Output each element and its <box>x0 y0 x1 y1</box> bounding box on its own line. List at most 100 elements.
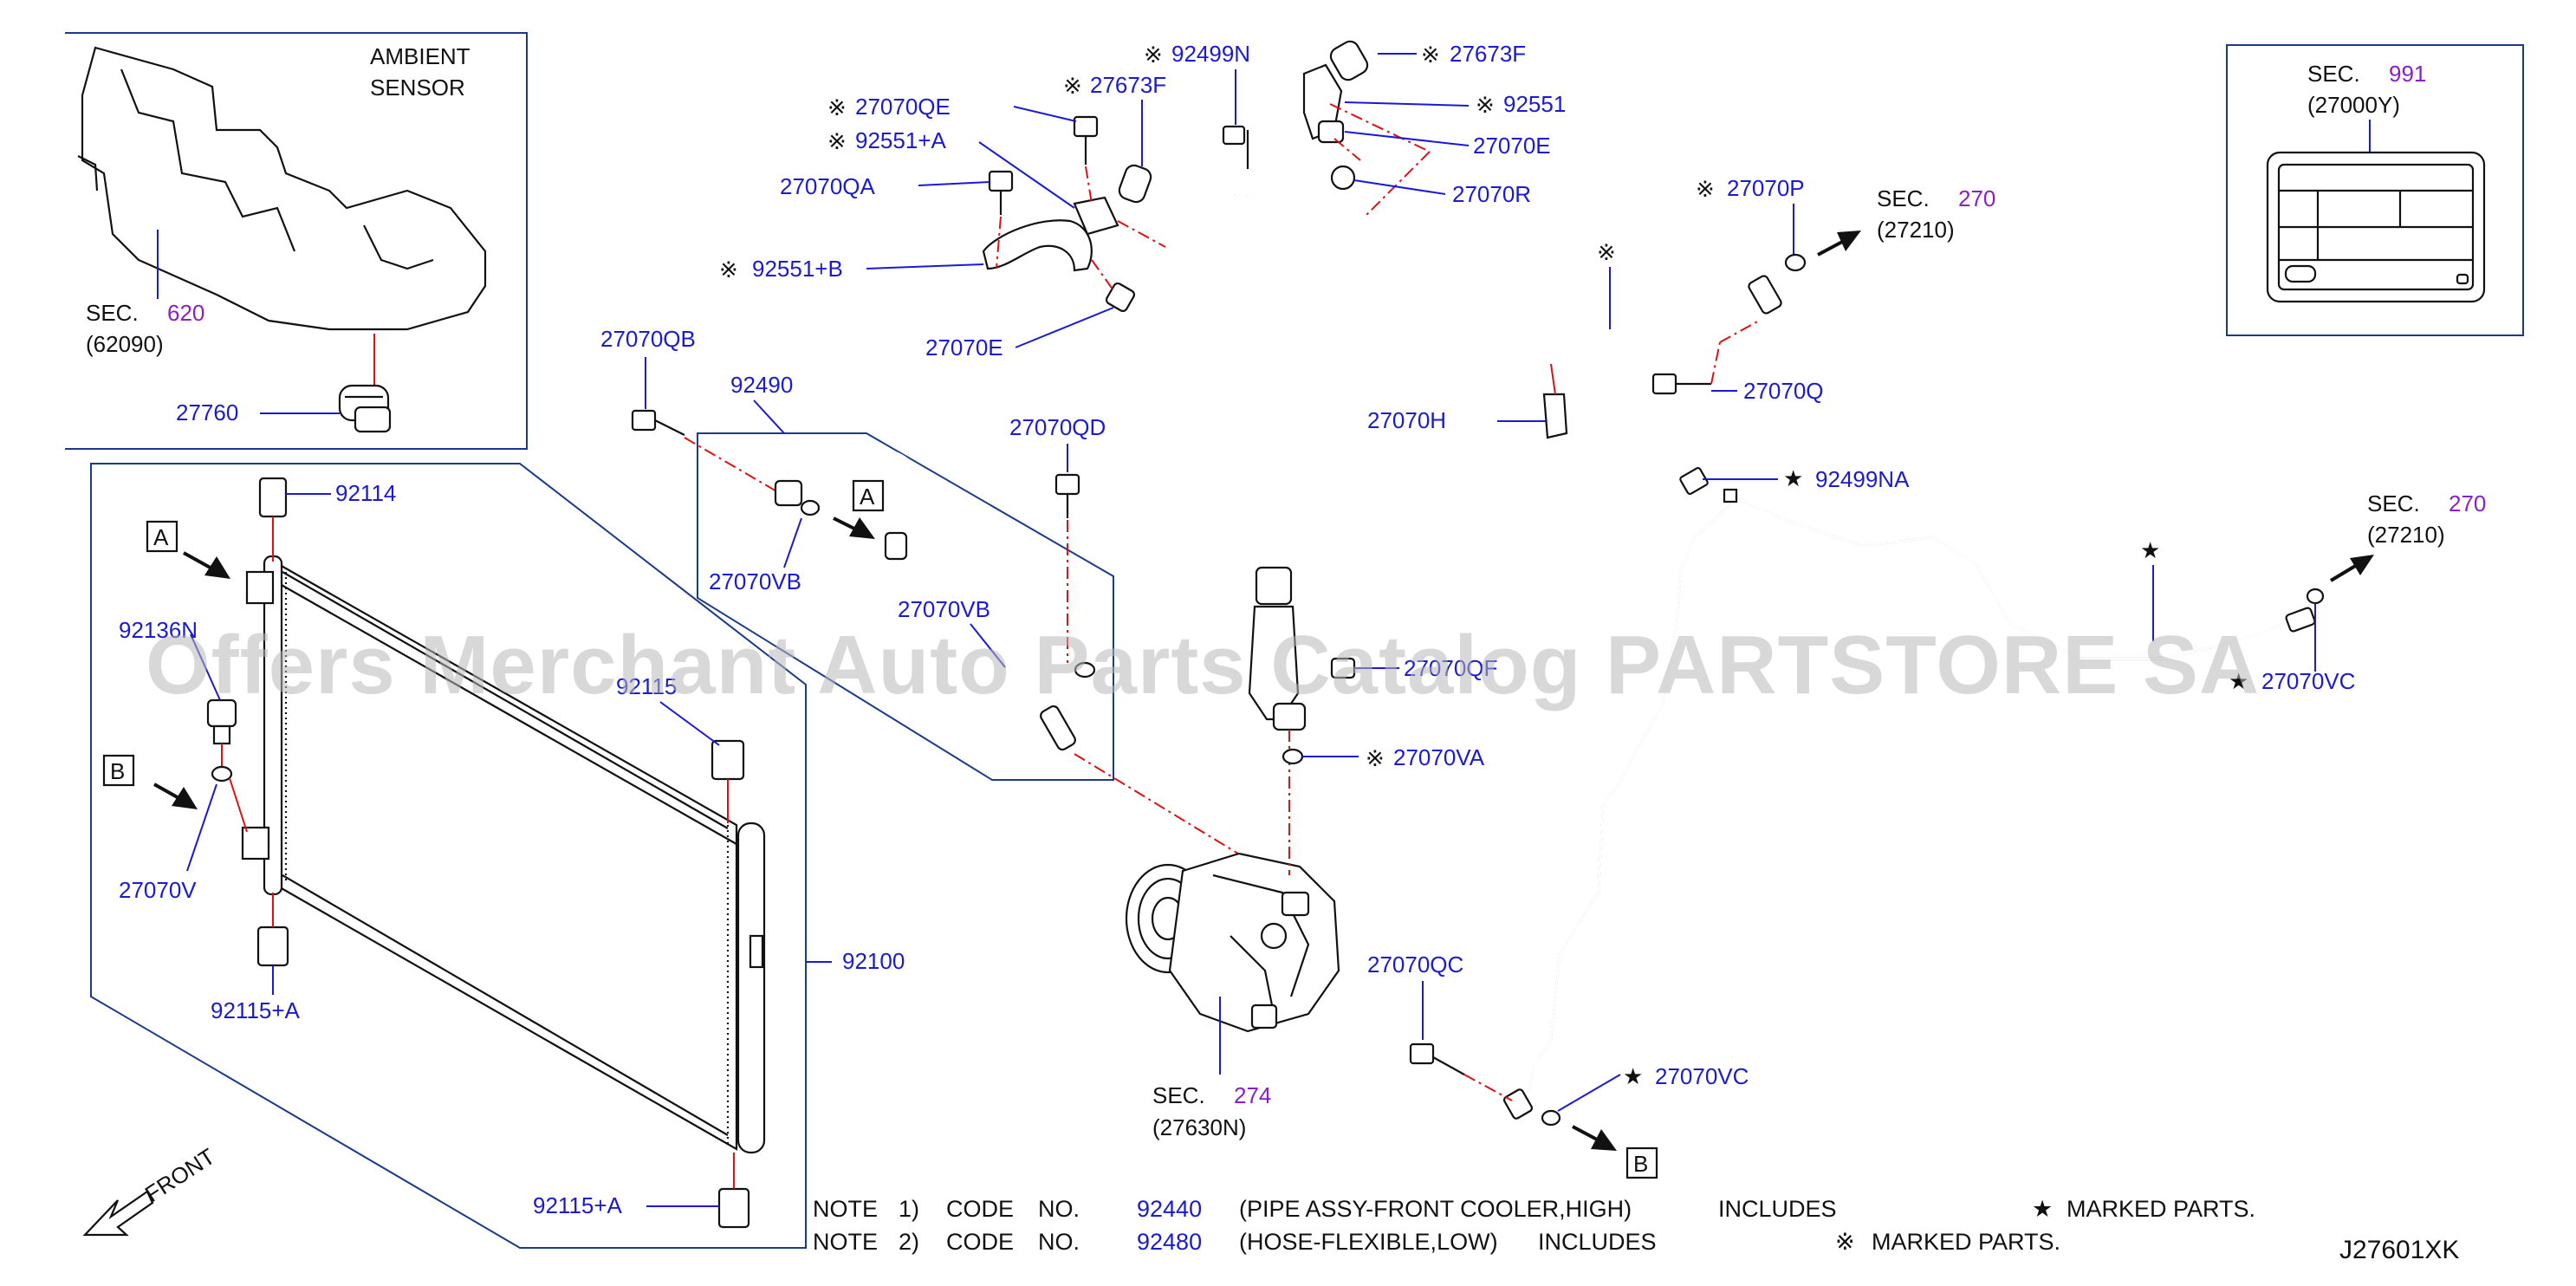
svg-text:92440: 92440 <box>1137 1196 1202 1222</box>
svg-text:MARKED PARTS.: MARKED PARTS. <box>1872 1229 2060 1255</box>
part-92490[interactable]: 92490 <box>730 372 793 398</box>
leader-92115 <box>659 701 720 746</box>
arrow-sec270b-line <box>2329 563 2359 582</box>
leader-red-qb <box>684 437 789 499</box>
sec270a-sub: (27210) <box>1877 217 1955 243</box>
part-27760[interactable]: 27760 <box>176 399 238 425</box>
sec991-sub: (27000Y) <box>2307 92 2400 118</box>
bolt-27070QB <box>631 409 685 436</box>
part-27070QF[interactable]: 27070QF <box>1404 655 1497 681</box>
o-ring-27070VC-1 <box>2306 588 2325 605</box>
part-27070QC[interactable]: 27070QC <box>1367 952 1463 977</box>
leader-27070E-1 <box>1015 307 1114 348</box>
leader-27070E-2 <box>1344 131 1470 146</box>
part-27070R[interactable]: 27070R <box>1452 181 1531 207</box>
bracket-92114 <box>258 477 288 562</box>
sec270b-num: 270 <box>2449 490 2486 516</box>
svg-text:NO.: NO. <box>1038 1229 1080 1255</box>
sec620-num: 620 <box>167 300 204 326</box>
kome-hose: ※ <box>1597 239 1616 265</box>
part-27070E-2[interactable]: 27070E <box>1473 133 1551 159</box>
part-27070Q[interactable]: 27070Q <box>1743 378 1824 404</box>
part-27070QB[interactable]: 27070QB <box>600 326 696 352</box>
part-92551[interactable]: 92551 <box>1503 91 1566 117</box>
part-92115A-2[interactable]: 92115+A <box>533 1192 623 1218</box>
part-27070P[interactable]: 27070P <box>1727 175 1805 201</box>
svg-text:INCLUDES: INCLUDES <box>1538 1229 1657 1255</box>
svg-text:★: ★ <box>2032 1196 2053 1222</box>
leader-92490 <box>753 399 785 434</box>
part-27070QA[interactable]: 27070QA <box>780 173 876 199</box>
part-27070VB-1[interactable]: 27070VB <box>709 568 801 594</box>
part-92115[interactable]: 92115 <box>616 673 677 699</box>
front-arrow-icon <box>82 1190 154 1237</box>
leader-red-clip-e1 <box>1091 259 1114 291</box>
marker-b-2: B <box>1633 1151 1648 1177</box>
svg-text:CODE: CODE <box>946 1196 1014 1222</box>
part-92114[interactable]: 92114 <box>335 480 396 506</box>
part-27070VA[interactable]: 27070VA <box>1393 744 1485 770</box>
leader-92136N <box>190 633 221 701</box>
part-27070H[interactable]: 27070H <box>1367 407 1446 433</box>
sec270b-prefix: SEC. <box>2367 490 2420 516</box>
kome-27673F-1: ※ <box>1063 73 1082 99</box>
star-92499NA: ★ <box>1783 465 1803 491</box>
leader-red-clip-cluster-1 <box>1329 103 1431 153</box>
leader-27070VC-2 <box>1557 1074 1621 1112</box>
part-92499NA[interactable]: 92499NA <box>1815 466 1910 492</box>
kome-27070VA: ※ <box>1366 745 1385 771</box>
part-92551A[interactable]: 92551+A <box>855 127 946 153</box>
compressor-drawing <box>1125 852 1340 1033</box>
svg-text:NOTE: NOTE <box>813 1229 878 1255</box>
arrow-sec270a-head <box>1837 231 1861 251</box>
svg-text:INCLUDES: INCLUDES <box>1718 1196 1837 1222</box>
ambient-sensor-frame <box>65 32 528 450</box>
part-27070QD[interactable]: 27070QD <box>1009 414 1106 440</box>
marker-b-box-2 <box>1625 1146 1658 1179</box>
part-27070VC-2[interactable]: 27070VC <box>1655 1063 1749 1089</box>
condenser-frame <box>90 463 807 1249</box>
svg-text:※: ※ <box>1835 1229 1855 1255</box>
star-27070VC-2: ★ <box>1623 1063 1643 1089</box>
part-92100[interactable]: 92100 <box>842 948 905 974</box>
nut-27070R <box>1330 165 1356 191</box>
o-ring-27070VB-2 <box>1074 661 1096 679</box>
part-92136N[interactable]: 92136N <box>119 617 198 643</box>
part-27070VC-1[interactable]: 27070VC <box>2261 668 2355 694</box>
kome-27070P: ※ <box>1696 176 1715 202</box>
part-27673F-2[interactable]: 27673F <box>1450 41 1526 67</box>
part-27070E-1[interactable]: 27070E <box>925 334 1003 360</box>
sec274-num: 274 <box>1234 1082 1271 1108</box>
leader-red-q2 <box>1719 320 1760 343</box>
clamp-92551B <box>982 219 1093 272</box>
bumper-bracket-drawing <box>77 46 487 331</box>
part-92115A-1[interactable]: 92115+A <box>211 997 301 1023</box>
front-label: FRONT <box>140 1143 220 1207</box>
bolt-27070QA <box>988 170 1014 215</box>
leader-red-h <box>1550 363 1556 395</box>
bracket-92115A-lower <box>717 1153 750 1229</box>
arrow-sec270a-line <box>1817 239 1845 257</box>
marker-a-box-2 <box>852 479 885 512</box>
sec270a-prefix: SEC. <box>1877 185 1930 211</box>
marker-a-1: A <box>153 524 169 550</box>
hose-92490-drawing <box>774 444 1076 751</box>
bolt-27070Q <box>1651 373 1711 395</box>
part-92499N[interactable]: 92499N <box>1171 41 1250 67</box>
o-ring-27070P <box>1784 253 1807 272</box>
part-27070VB-2[interactable]: 27070VB <box>898 596 990 622</box>
svg-text:92480: 92480 <box>1137 1229 1202 1255</box>
sec620-prefix: SEC. <box>86 300 139 326</box>
watermark: Offers Merchant Auto Parts Catalog PARTS… <box>146 619 2260 711</box>
part-27070QE[interactable]: 27070QE <box>855 94 951 120</box>
o-ring-27070VB-1 <box>800 499 821 516</box>
grommet-27673F-1 <box>1118 164 1152 204</box>
part-27673F-1[interactable]: 27673F <box>1090 72 1166 98</box>
kome-92551A: ※ <box>827 128 847 154</box>
star-27070VC-1: ★ <box>2229 668 2248 694</box>
part-27070V[interactable]: 27070V <box>119 877 197 903</box>
svg-text:CODE: CODE <box>946 1229 1014 1255</box>
o-ring-27070V <box>211 765 248 833</box>
part-92551B[interactable]: 92551+B <box>752 256 843 282</box>
